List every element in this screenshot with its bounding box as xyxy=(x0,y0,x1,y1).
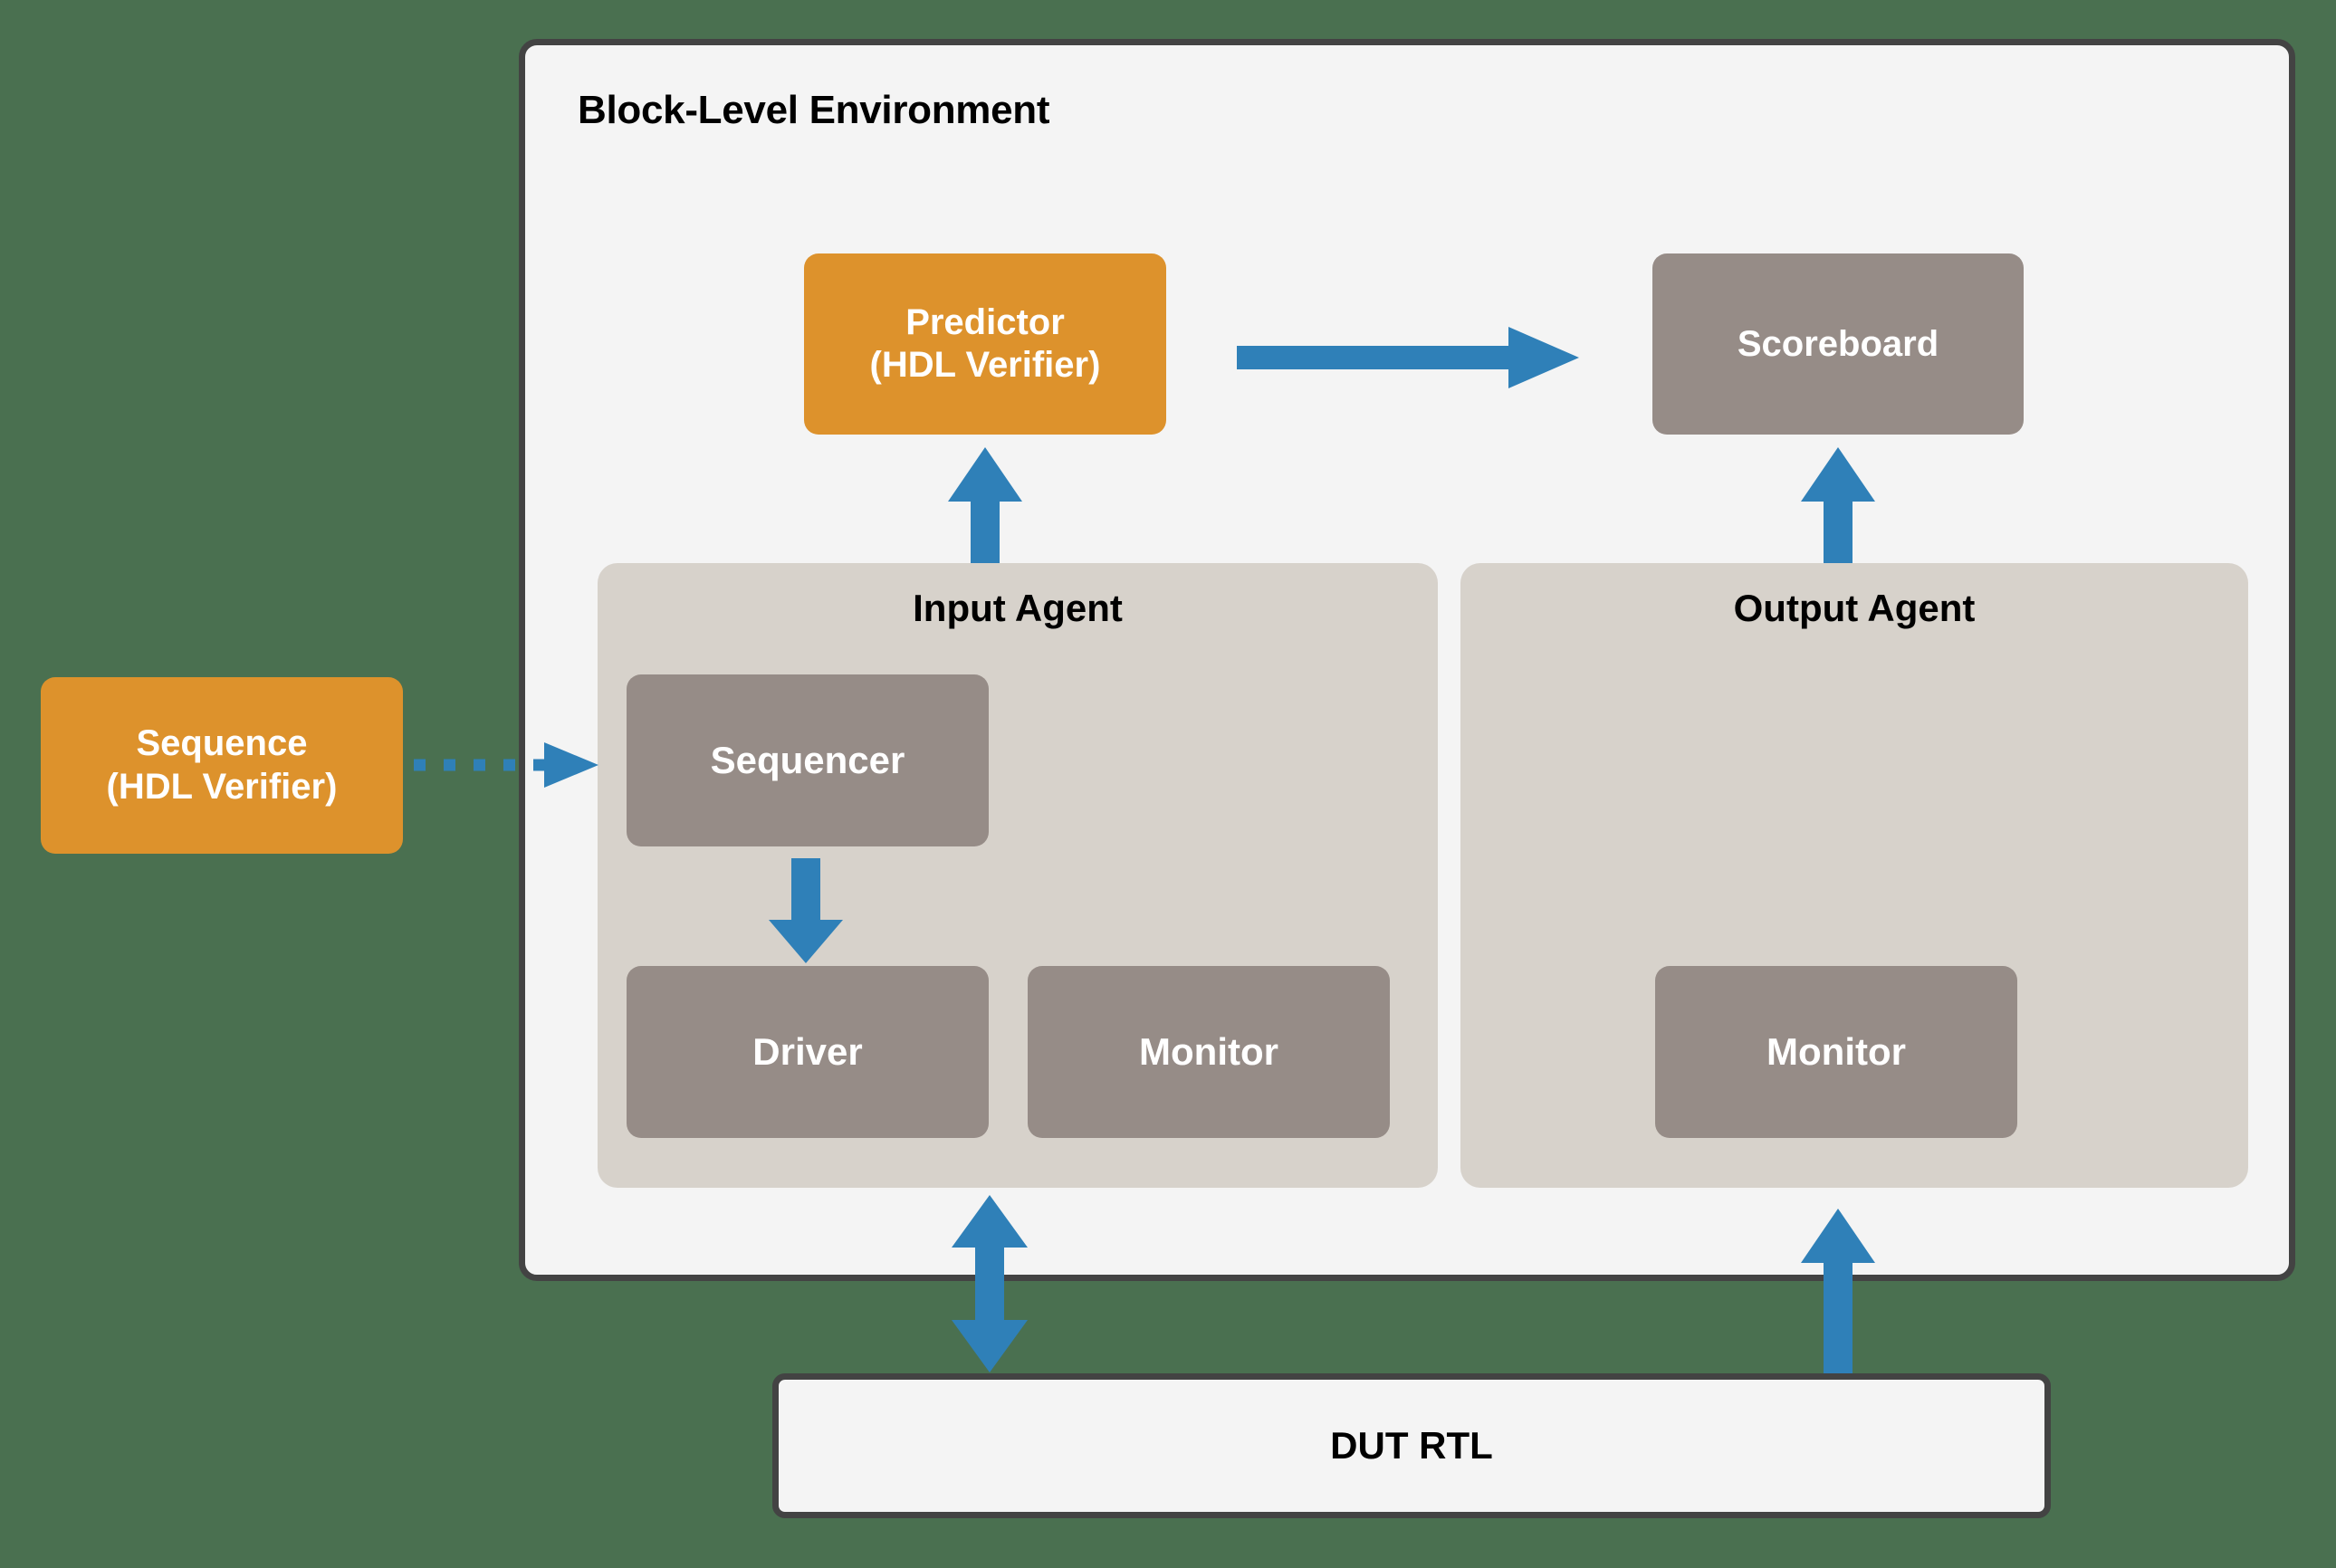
output-monitor-box[interactable]: Monitor xyxy=(1655,966,2017,1138)
output-agent-title: Output Agent xyxy=(1733,587,1976,629)
sequencer-label: Sequencer xyxy=(710,738,905,781)
arrow-predictor-to-scoreboard xyxy=(1237,327,1579,388)
sequencer-box[interactable]: Sequencer xyxy=(627,674,989,846)
scoreboard-label: Scoreboard xyxy=(1737,324,1939,364)
arrow-input-agent-to-predictor xyxy=(948,447,1022,563)
arrow-input-agent-dut-bidirectional xyxy=(952,1195,1028,1372)
driver-label: Driver xyxy=(752,1029,863,1073)
arrow-sequencer-to-driver xyxy=(769,858,843,963)
predictor-box[interactable]: Predictor (HDL Verifier) xyxy=(804,253,1166,435)
arrow-dut-to-output-agent xyxy=(1801,1209,1875,1379)
input-agent-title: Input Agent xyxy=(913,587,1123,629)
output-monitor-label: Monitor xyxy=(1766,1029,1906,1073)
sequence-box[interactable]: Sequence (HDL Verifier) xyxy=(41,677,403,854)
dut-rtl-box[interactable]: DUT RTL xyxy=(772,1373,2051,1518)
sequence-label: Sequence (HDL Verifier) xyxy=(106,723,338,807)
environment-title: Block-Level Environment xyxy=(578,88,1050,132)
driver-box[interactable]: Driver xyxy=(627,966,989,1138)
dut-rtl-label: DUT RTL xyxy=(1330,1424,1493,1467)
scoreboard-box[interactable]: Scoreboard xyxy=(1652,253,2024,435)
input-monitor-label: Monitor xyxy=(1139,1029,1278,1073)
predictor-label: Predictor (HDL Verifier) xyxy=(869,301,1101,385)
arrow-sequence-to-sequencer xyxy=(414,742,598,788)
input-monitor-box[interactable]: Monitor xyxy=(1028,966,1390,1138)
arrow-output-agent-to-scoreboard xyxy=(1801,447,1875,563)
